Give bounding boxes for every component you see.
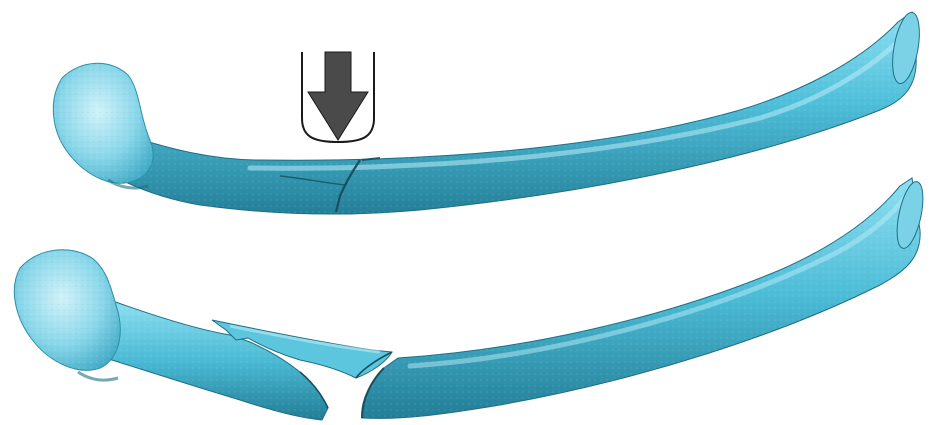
down-arrow-icon [308,52,368,140]
fractured-rib [14,178,928,420]
intact-rib [53,10,924,214]
impactor [302,52,374,142]
